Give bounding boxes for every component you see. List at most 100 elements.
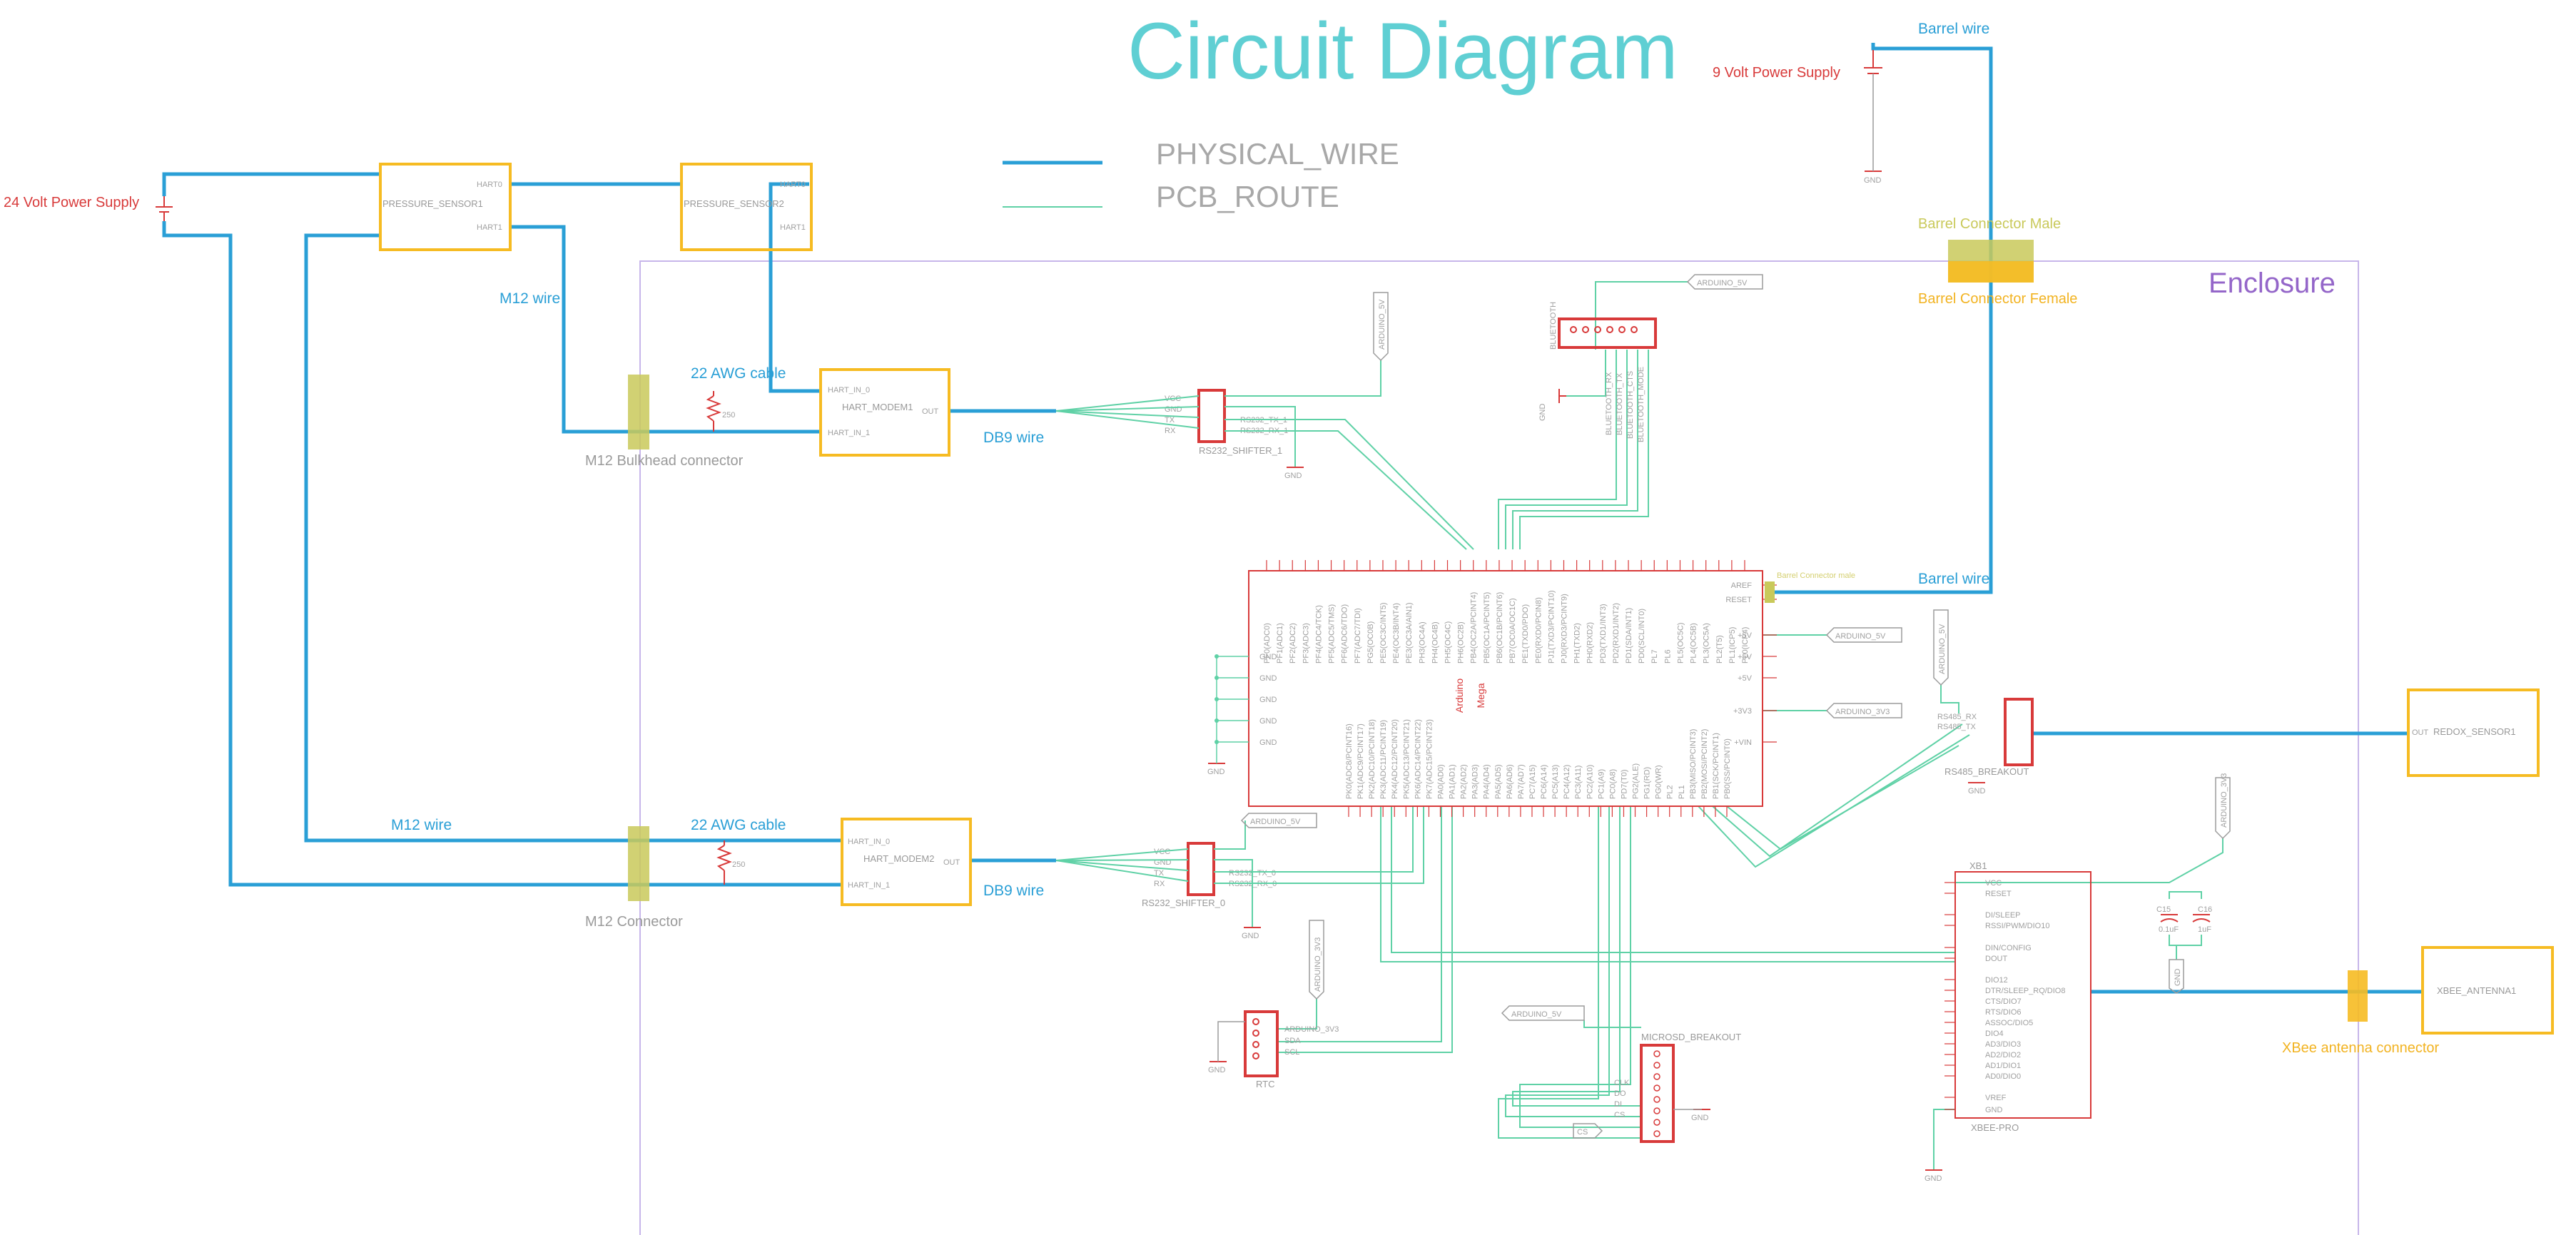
mega-top-pin-label: PG5(OC0B) [1366, 621, 1375, 664]
mega-bottom-pin-label: PK0(ADC8/PCINT16) [1345, 723, 1354, 799]
gnd-xbee: GND [1925, 1174, 1942, 1183]
legend-pcb-route: PCB_ROUTE [1156, 180, 1339, 213]
microsd-pin [1653, 1119, 1660, 1126]
hart-modem-2-label: HART_MODEM2 [863, 853, 934, 864]
mega-right-pin-label: RESET [1725, 596, 1752, 604]
xbee-label: XBEE-PRO [1971, 1122, 2019, 1133]
mega-top-pin-label: PB5(OC1A/PCINT5) [1483, 592, 1491, 664]
mega-right-pin-label: +5V [1738, 653, 1753, 661]
redox-sensor-out: OUT [2412, 728, 2429, 737]
mega-top-pins: PF0(ADC0)PF1(ADC1)PF2(ADC2)PF3(ADC3)PF4(… [1263, 560, 1750, 664]
arduino-label: Arduino [1454, 679, 1465, 713]
mega-bottom-pin-label: PC7(A15) [1528, 765, 1537, 799]
xbee-pin-label: AD2/DIO2 [1985, 1051, 2021, 1059]
power-supply-9v-symbol [1864, 50, 1882, 171]
mega-top-pin-label: PE3(OC3A/AIN1) [1405, 602, 1414, 664]
net-arduino-5v-rs485: ARDUINO_5V [1938, 624, 1947, 674]
rtc-scl: SCL [1284, 1048, 1299, 1057]
mega-bottom-pin-label: PC5(A13) [1551, 765, 1560, 799]
mega-bottom-pin-label: PA2(AD2) [1460, 764, 1469, 799]
net-arduino-5v-shifter0: ARDUINO_5V [1250, 818, 1301, 826]
microsd-pin [1653, 1107, 1660, 1114]
redox-sensor: REDOX_SENSOR1 OUT [2407, 688, 2540, 777]
mega-top-pin-label: PL6 [1663, 649, 1672, 664]
mega-top-pin-label: PH4(OC4B) [1431, 621, 1439, 664]
db9-wire-label-bottom: DB9 wire [983, 883, 1044, 899]
mega-bottom-pin-label: PK1(ADC9/PCINT17) [1357, 723, 1365, 799]
mega-right-pin-label: +3V3 [1733, 707, 1752, 716]
power-supply-24v-label: 24 Volt Power Supply [4, 195, 139, 210]
rs232-shifter-0-label: RS232_SHIFTER_0 [1142, 898, 1225, 908]
bluetooth-label: BLUETOOTH [1549, 302, 1558, 350]
mega-bottom-pin-label: PA1(AD1) [1449, 764, 1457, 799]
mega-top-pin-label: PJ1(TXD3/PCINT10) [1547, 590, 1556, 664]
net-gnd-xbee-caps: GND [2174, 969, 2182, 987]
mega-bottom-pin-label: PA0(AD0) [1436, 764, 1445, 799]
gnd-rtc: GND [1208, 1066, 1226, 1074]
barrel-connector-female [1948, 261, 2034, 283]
pressure-sensor-2: PRESSURE_SENSOR2 HART0 HART1 [680, 163, 813, 251]
rs232-shifter-1-pin-rx: RX [1165, 427, 1176, 435]
mega-label: Mega [1475, 683, 1486, 708]
net-arduino-3v3-rtc: ARDUINO_3V3 [1314, 937, 1322, 992]
page-title: Circuit Diagram [1127, 6, 1678, 96]
mega-top-pin-label: PF3(ADC3) [1302, 623, 1310, 664]
gnd-shifter1: GND [1284, 472, 1302, 480]
mega-bottom-pin-label: PB2(MOSI/PCINT2) [1700, 729, 1709, 799]
mega-top-pin-label: PL0(ICP4) [1741, 627, 1750, 664]
mega-top-pin-label: PF0(ADC0) [1263, 623, 1272, 664]
pressure-sensor-1: PRESSURE_SENSOR1 HART0 HART1 [379, 163, 512, 251]
pressure-sensor-1-hart0: HART0 [477, 181, 502, 189]
m12-connector [628, 826, 649, 901]
mega-top-pin-label: PD2(RXD1/INT2) [1612, 603, 1621, 664]
mega-top-pin-label: PJ0(RXD3/PCINT9) [1560, 594, 1568, 664]
barrel-wire-label-inner: Barrel wire [1918, 571, 1989, 587]
net-arduino-5v-mega: ARDUINO_5V [1835, 632, 1886, 641]
c16-label: C16 [2198, 905, 2212, 914]
mega-top-pin-label: PL7 [1650, 649, 1659, 664]
mega-bottom-pin-label: PK6(ADC14/PCINT22) [1414, 719, 1422, 799]
microsd-pin [1653, 1073, 1660, 1080]
microsd-pin [1653, 1084, 1660, 1092]
c15-label: C15 [2156, 905, 2171, 914]
microsd-pin [1653, 1096, 1660, 1103]
xbee-pin-label: DIO12 [1985, 976, 2008, 985]
gnd-shifter0: GND [1242, 932, 1259, 940]
gnd-9v: GND [1864, 176, 1882, 185]
xbee-pin-label: VREF [1985, 1094, 2007, 1102]
mega-bottom-pin-label: PB0(SS/PCINT0) [1723, 738, 1732, 799]
sd-do: DO [1614, 1089, 1626, 1098]
mega-top-pin-label: PF6(ADC6/TDO) [1341, 604, 1349, 664]
resistor-top: 250 [706, 391, 735, 432]
mega-bottom-pin-label: PK3(ADC11/PCINT19) [1379, 720, 1388, 799]
mega-bottom-pin-label: PB3(MISO/PCINT3) [1689, 729, 1698, 799]
microsd-label: MICROSD_BREAKOUT [1641, 1032, 1741, 1042]
barrel-connector-male-label: Barrel Connector Male [1918, 216, 2061, 232]
xbee-antenna-label: XBEE_ANTENNA1 [2437, 985, 2516, 996]
m12-bulkhead-connector [628, 375, 649, 449]
bt-rx: BLUETOOTH_RX [1605, 372, 1613, 435]
power-supply-24v-symbol [156, 196, 173, 221]
mega-bottom-pin-label: PC4(A12) [1563, 765, 1571, 799]
mega-bottom-pin-label: PC1(A9) [1597, 769, 1606, 799]
rs232-shifter-0: VCC GND TX RX RS232_TX_0 RS232_RX_0 RS23… [1142, 842, 1277, 908]
mega-left-pin-label: GND [1259, 738, 1277, 747]
pressure-sensor-2-hart1: HART1 [780, 223, 806, 232]
net-arduino-3v3-mega: ARDUINO_3V3 [1835, 708, 1890, 716]
net-flags: ARDUINO_5V ARDUINO_5V ARDUINO_5V ARDUINO… [1240, 274, 2231, 1139]
rtc-label: RTC [1256, 1079, 1274, 1089]
xbee-pin-label: DIN/CONFIG [1985, 944, 2032, 952]
rs232-shifter-1-pin-gnd: GND [1165, 405, 1182, 414]
mega-top-pin-label: PH6(OC2B) [1457, 621, 1466, 664]
barrel-connector-small-label: Barrel Connector male [1777, 571, 1855, 580]
mega-top-pin-label: PL2(T5) [1715, 635, 1724, 664]
enclosure-boundary [639, 260, 2359, 1235]
mega-right-pin-label: +5V [1738, 674, 1753, 683]
pressure-sensor-1-hart1: HART1 [477, 223, 502, 232]
mega-bottom-pin-label: PL2 [1666, 785, 1675, 799]
mega-right-pin-label: +VIN [1734, 738, 1752, 747]
rs232-shifter-1: VCC GND TX RX RS232_TX_1 RS232_RX_1 RS23… [1165, 389, 1288, 456]
xbee-antenna: XBEE_ANTENNA1 [2421, 946, 2554, 1035]
mega-top-pin-label: PD3(TXD1/INT3) [1599, 604, 1608, 664]
mega-bottom-pin-label: PK4(ADC12/PCINT20) [1391, 719, 1399, 799]
